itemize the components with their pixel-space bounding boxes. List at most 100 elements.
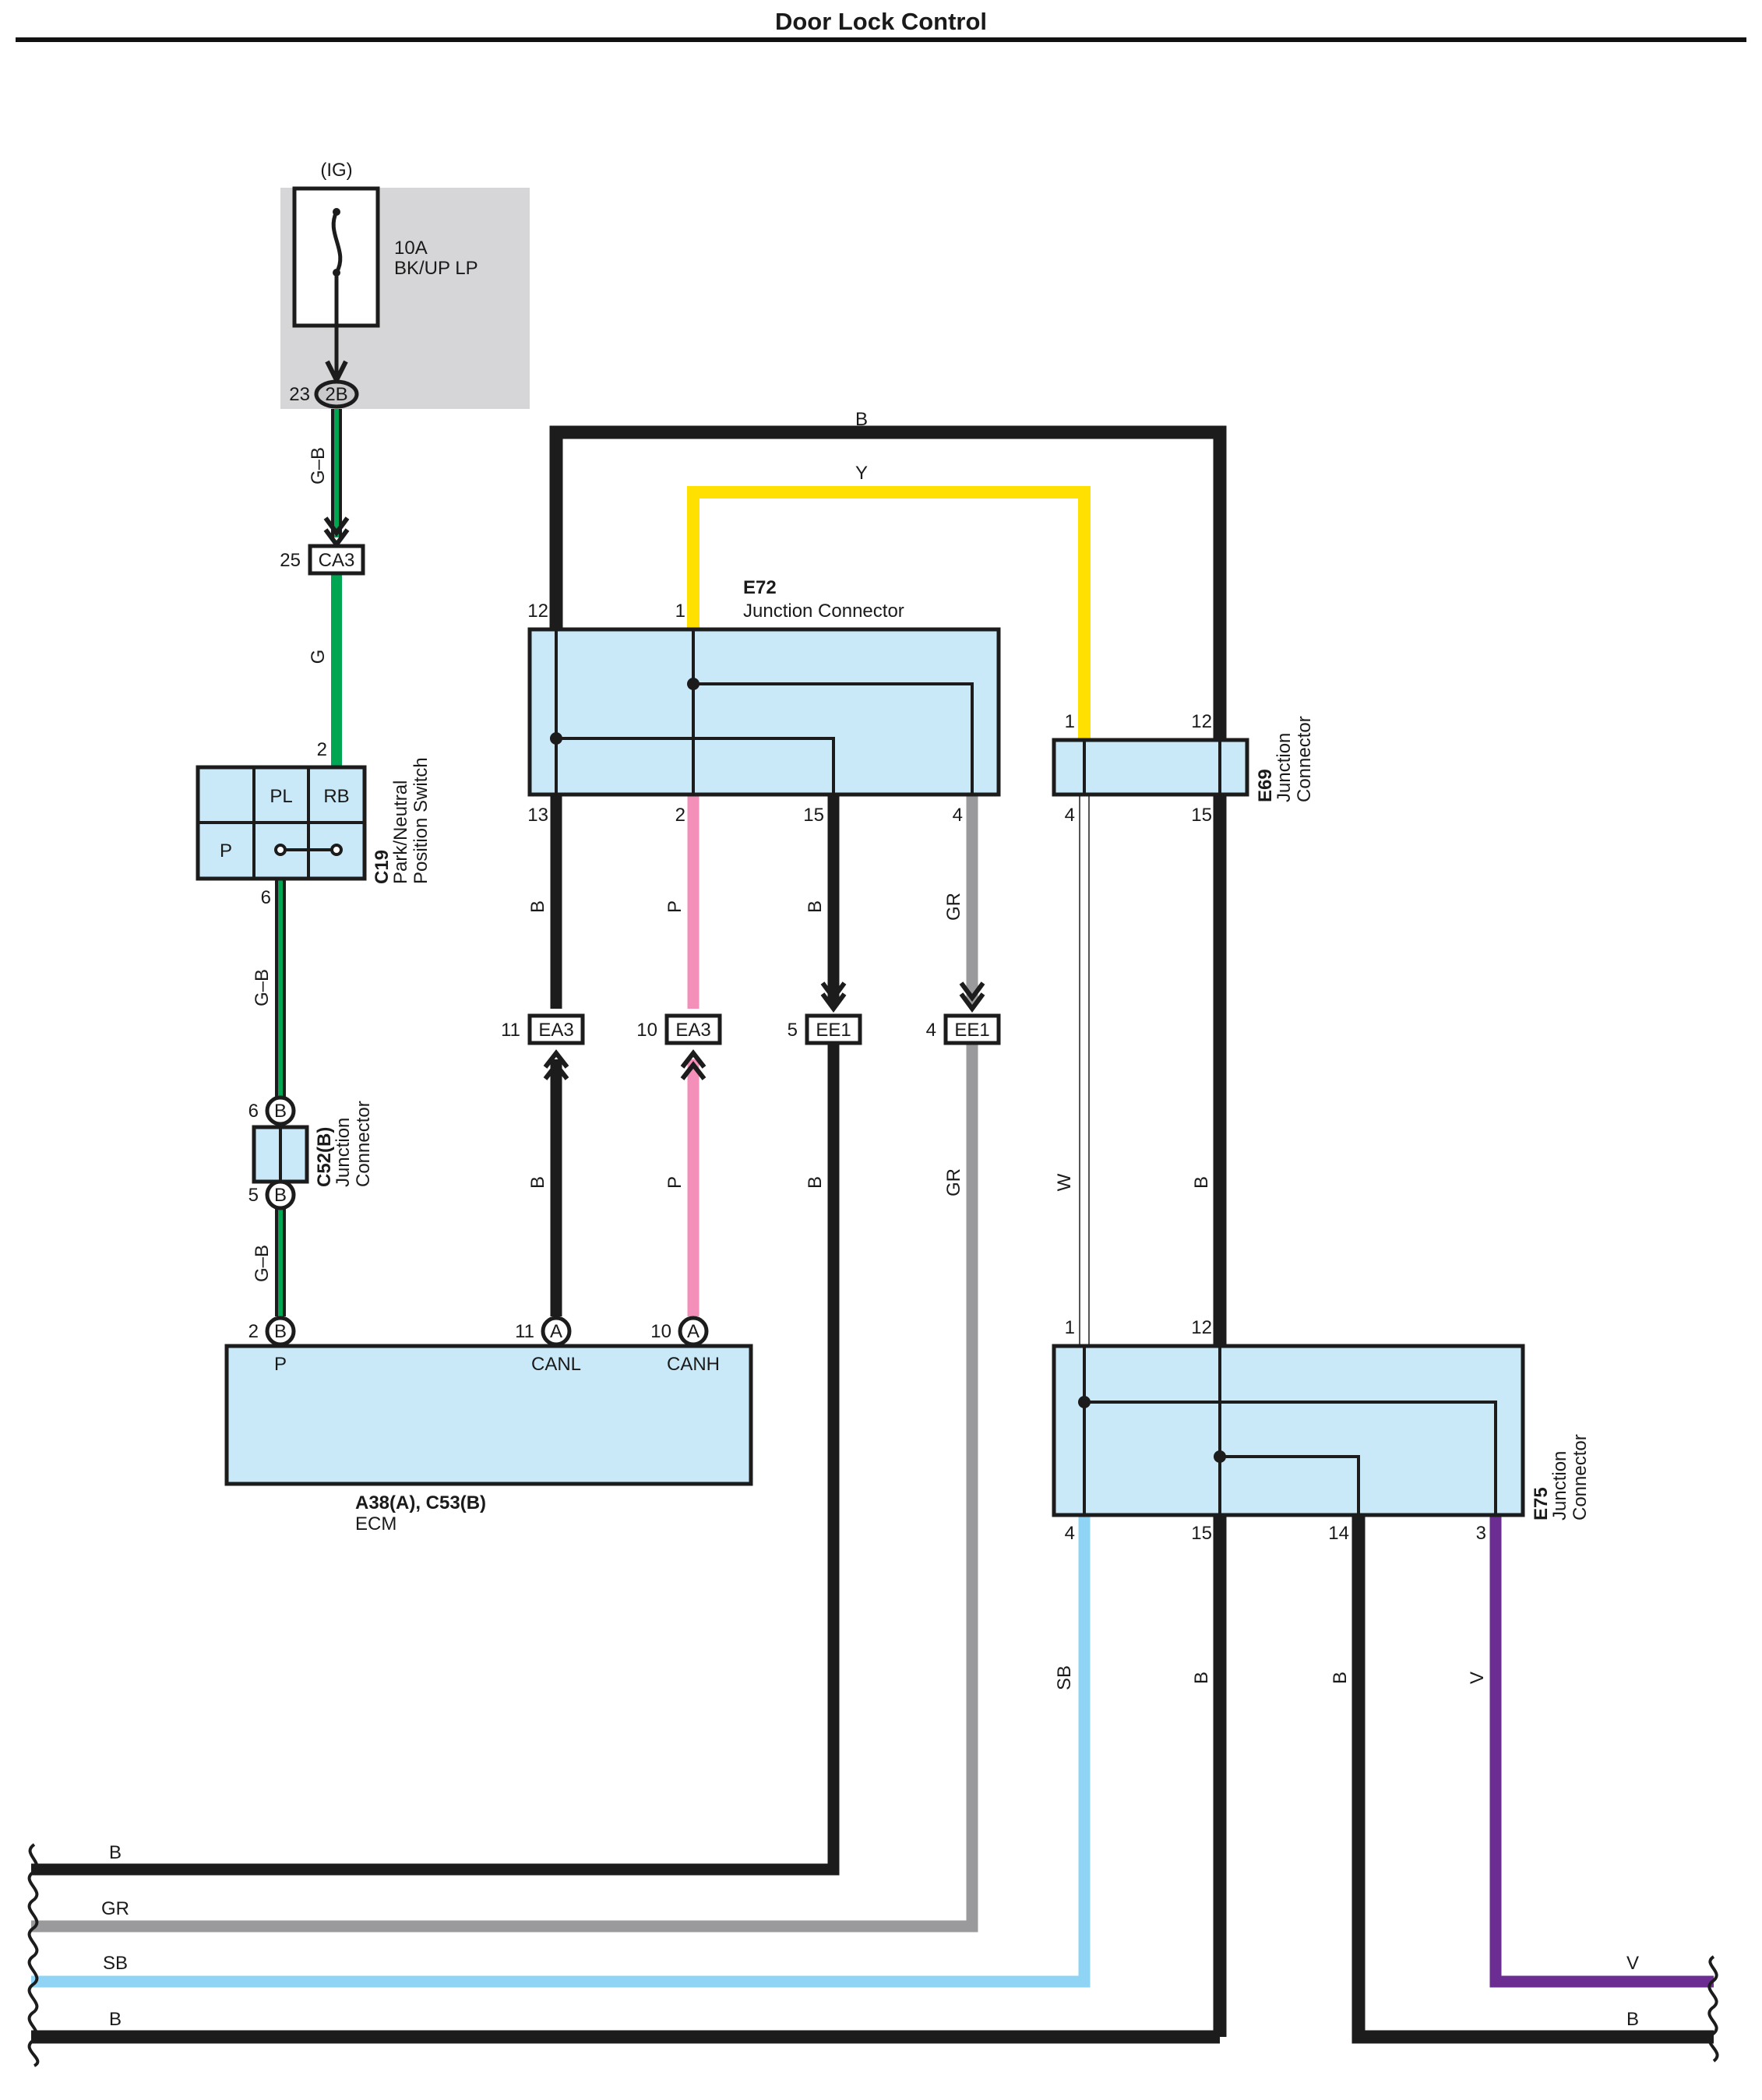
e72-pin-13: 13	[527, 805, 548, 826]
ee1-right-id: EE1	[954, 1020, 989, 1041]
wire-label-p-canh: P	[664, 1176, 685, 1189]
e75-splice-2	[1214, 1450, 1226, 1463]
left-break-mark-icon	[27, 1843, 40, 2067]
ea3-right-id: EA3	[675, 1020, 710, 1041]
wire-label-gr-ee1: GR	[943, 1168, 964, 1196]
fuse-icon	[331, 210, 343, 274]
e72-code: E72	[743, 577, 777, 598]
e72-pin-2: 2	[675, 805, 685, 826]
ecm-terminal-canh-label: A	[687, 1321, 700, 1342]
c52-name-line1: Junction	[333, 1118, 354, 1187]
e75-pin-12: 12	[1191, 1317, 1212, 1338]
fuse-name: BK/UP LP	[394, 258, 478, 279]
wires	[31, 405, 1714, 2044]
wire-label-gb-top: G–B	[308, 447, 329, 484]
page-title: Door Lock Control	[775, 8, 987, 35]
wire-label-bottom-b1: B	[109, 1842, 122, 1863]
fuse-dot-top	[333, 208, 340, 216]
e72-splice-2	[550, 732, 562, 745]
e69-code: E69	[1255, 769, 1276, 802]
ea3-right-box	[664, 1013, 722, 1045]
ecm-box	[224, 1344, 753, 1486]
e72-pin-1: 1	[675, 601, 685, 622]
e69-name-line1: Junction	[1274, 733, 1295, 802]
ecm-terminal-p	[265, 1316, 296, 1347]
c52-pin-top: 6	[248, 1101, 259, 1122]
e69-pin-4: 4	[1065, 805, 1075, 826]
wire-b-ee1	[31, 1044, 840, 1876]
c19-pin-top: 2	[317, 739, 327, 760]
right-break-mark-icon	[1707, 1955, 1719, 2063]
wire-label-b-e69: B	[1191, 1176, 1212, 1189]
c19-pos-pl: PL	[270, 786, 292, 807]
e72-splice-1	[687, 678, 700, 690]
e69-pin-12: 12	[1191, 711, 1212, 732]
e69-pin-15: 15	[1191, 805, 1212, 826]
e72-box	[527, 627, 1001, 797]
ee1-right-chevron-icon	[959, 981, 985, 1013]
wire-label-v: V	[1467, 1672, 1488, 1684]
c52-terminal-bottom-label: B	[274, 1185, 287, 1206]
wire-label-b-top: B	[855, 409, 868, 430]
junction-c52: B 6 B 5 C52(B) Junction Connector	[248, 1095, 374, 1210]
wire-label-bottom-sb: SB	[103, 1953, 128, 1974]
e75-name-line2: Connector	[1570, 1434, 1591, 1520]
connector-ea3-right: EA3 10	[636, 1013, 722, 1080]
e69-name-line2: Connector	[1294, 716, 1315, 802]
connector-ca3-pin: 25	[280, 550, 301, 571]
wire-label-b-e75-15: B	[1191, 1672, 1212, 1684]
c19-code: C19	[372, 850, 393, 884]
e75-pin-1: 1	[1065, 1317, 1075, 1338]
c19-pos-p: P	[220, 840, 232, 861]
e75-pin-15: 15	[1191, 1523, 1212, 1544]
wire-label-p-2: P	[664, 900, 685, 913]
ecm-pin-canh-label: CANH	[667, 1354, 720, 1375]
wire-label-gr-4: GR	[943, 893, 964, 921]
e75-splice-1	[1078, 1396, 1091, 1408]
e72-pin-12: 12	[527, 601, 548, 622]
ecm-pin-canh-number: 10	[650, 1321, 671, 1342]
e75-pin-4: 4	[1065, 1523, 1075, 1544]
wire-label-gb-mid: G–B	[252, 969, 273, 1006]
c19-pos-rb: RB	[323, 786, 349, 807]
wire-label-bottom-gr: GR	[101, 1898, 129, 1919]
junction-e72: E72 Junction Connector 12 1 13 2 15 4	[527, 577, 1001, 826]
ee1-right-box	[943, 1013, 1001, 1045]
ecm-terminal-canl-label: A	[550, 1321, 562, 1342]
connector-ca3-box	[308, 544, 365, 576]
ee1-left-id: EE1	[816, 1020, 851, 1041]
fuse-block: (IG) 10A BK/UP LP 2B 23	[280, 160, 530, 409]
ee1-left-pin: 5	[788, 1020, 798, 1041]
connector-ca3: CA3 25	[280, 544, 365, 576]
c52-terminal-top-label: B	[274, 1101, 287, 1122]
ecm-code: A38(A), C53(B)	[355, 1492, 486, 1513]
connector-2b-pin: 23	[289, 384, 310, 405]
wire-label-b-15: B	[805, 900, 826, 913]
ea3-left-id: EA3	[538, 1020, 573, 1041]
ecm-terminal-canl	[541, 1316, 572, 1347]
ecm: B 2 P A 11 CANL A 10 CANH A38(A), C53(B)…	[224, 1316, 753, 1534]
wire-label-gb-low: G–B	[252, 1245, 273, 1282]
c52-code: C52(B)	[314, 1127, 335, 1187]
c19-pin-bottom: 6	[261, 887, 271, 908]
ee1-left-box	[805, 1013, 862, 1045]
c19-name-line2: Position Switch	[411, 757, 432, 884]
junction-e75: 1 12 4 15 14 3 E75 Junction Connector	[1052, 1317, 1591, 1544]
wire-label-bottom-b2: B	[109, 2009, 122, 2030]
ecm-name: ECM	[355, 1513, 396, 1534]
title-rule	[16, 37, 1746, 42]
ecm-pin-canl-number: 11	[515, 1321, 534, 1342]
junction-e69: 1 12 4 15 E69 Junction Connector	[1052, 711, 1315, 826]
wire-label-g: G	[308, 650, 329, 664]
connector-ea3-left: EA3 11	[501, 1013, 585, 1080]
ea3-right-chevron-icon	[680, 1049, 707, 1080]
wire-sb	[31, 1515, 1091, 1988]
wire-gr-ee1	[31, 1044, 978, 1933]
e75-code: E75	[1531, 1487, 1552, 1520]
wire-label-bottom-v: V	[1626, 1953, 1639, 1974]
c52-name-line2: Connector	[353, 1101, 374, 1187]
connector-ee1-right: EE1 4	[926, 981, 1001, 1045]
wire-b-top-loop	[549, 425, 1227, 2037]
